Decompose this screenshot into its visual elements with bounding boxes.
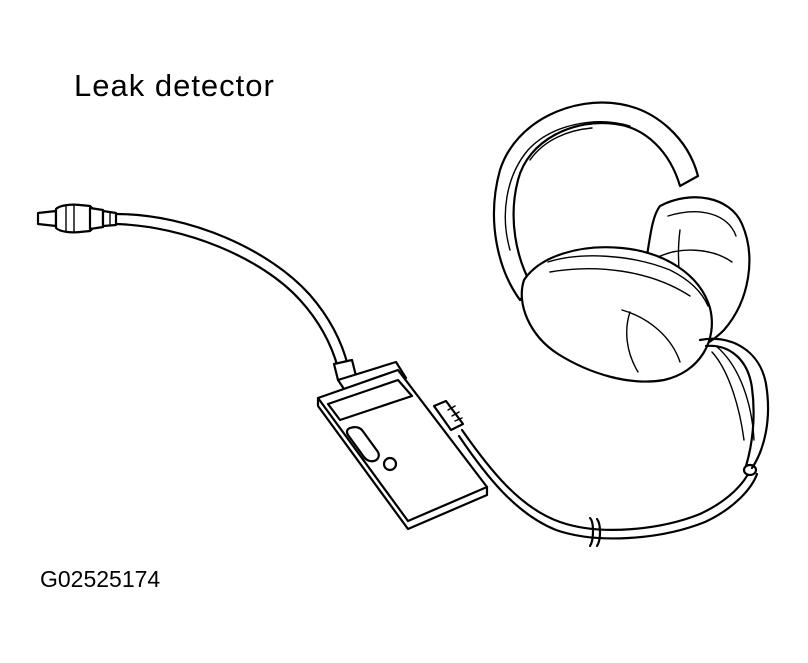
- headphone-cable: [457, 428, 759, 548]
- diagram-title: Leak detector: [74, 68, 275, 103]
- headphones: [492, 101, 770, 470]
- figure-id: G02525174: [40, 566, 161, 592]
- probe-cable: [114, 212, 358, 382]
- probe-connector: [36, 203, 118, 234]
- detector-unit: [316, 360, 489, 531]
- display-window: [345, 426, 380, 463]
- indicator-dot: [382, 456, 398, 472]
- dial-knob: [432, 399, 465, 432]
